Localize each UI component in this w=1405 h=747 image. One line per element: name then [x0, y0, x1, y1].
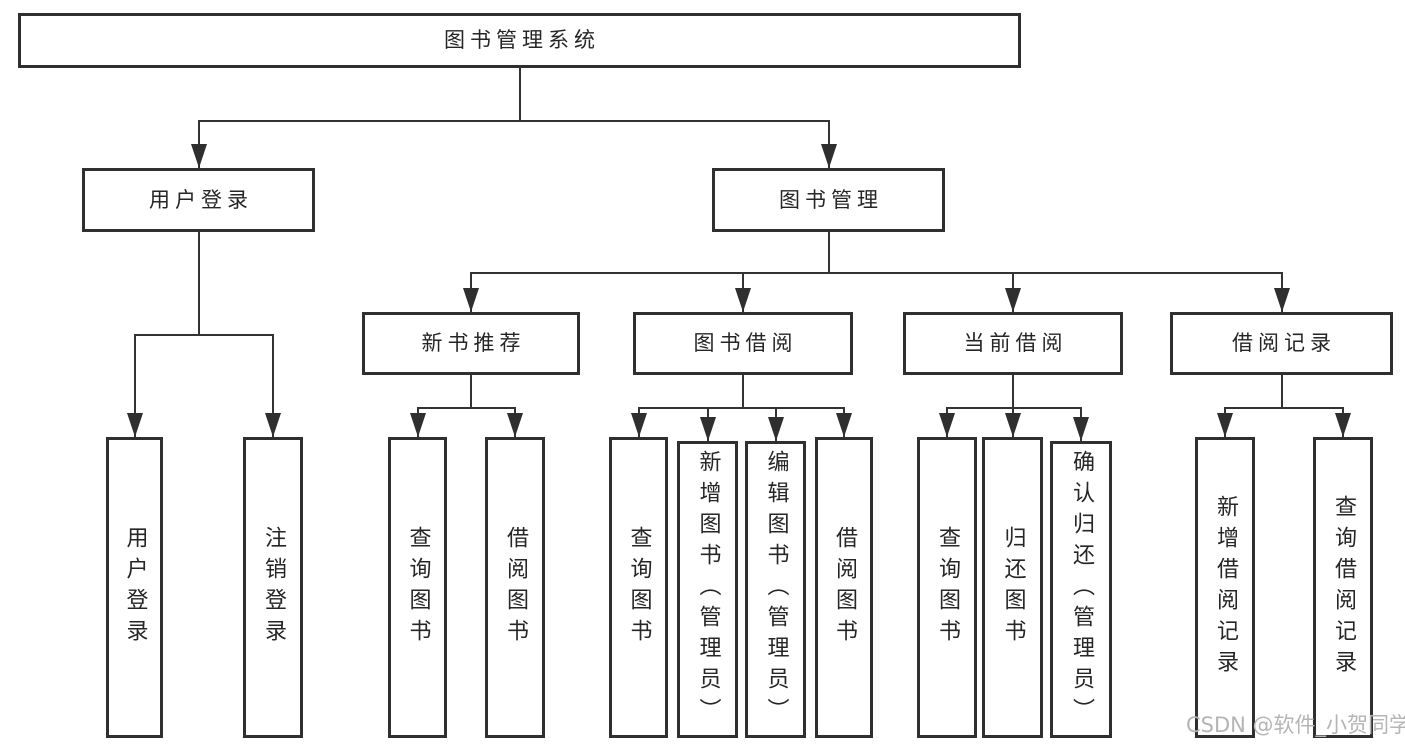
connector-line [272, 334, 274, 437]
node-col-query-book-1: 查询图书 [388, 437, 447, 738]
node-col-add-record: 新增借阅记录 [1195, 437, 1255, 738]
arrowhead-icon [191, 144, 207, 168]
node-col-edit-book: 编辑图书（管理员） [745, 441, 806, 738]
arrowhead-icon [768, 417, 784, 441]
node-label-col-query-book-2: 查询图书 [626, 525, 652, 650]
node-label-root: 图书管理系统 [444, 28, 600, 52]
arrowhead-icon [1217, 413, 1233, 437]
node-col-borrow-book-2: 借阅图书 [815, 437, 873, 738]
node-label-col-confirm-return: 确认归还（管理员） [1069, 450, 1094, 729]
arrowhead-icon [836, 413, 852, 437]
connector-line [470, 272, 1283, 274]
connector-line [198, 120, 830, 122]
node-col-return-book: 归还图书 [982, 437, 1043, 738]
connector-line [198, 232, 200, 334]
node-current-borrow: 当前借阅 [903, 312, 1123, 375]
arrowhead-icon [1005, 413, 1021, 437]
node-label-col-borrow-book-2: 借阅图书 [832, 525, 857, 650]
node-col-user-login: 用户登录 [106, 437, 163, 738]
connector-line [134, 334, 274, 336]
connector-line [417, 407, 516, 409]
node-label-col-edit-book: 编辑图书（管理员） [763, 450, 789, 729]
node-label-col-query-record: 查询借阅记录 [1331, 494, 1356, 681]
arrowhead-icon [700, 417, 716, 441]
node-label-col-add-book: 新增图书（管理员） [695, 450, 721, 729]
arrowhead-icon [507, 413, 523, 437]
arrowhead-icon [1335, 413, 1351, 437]
connector-line [1281, 375, 1283, 407]
node-book-borrow: 图书借阅 [633, 312, 853, 375]
connector-line [470, 375, 472, 407]
connector-line [1224, 407, 1344, 409]
node-new-book-rec: 新书推荐 [362, 312, 580, 375]
csdn-watermark: CSDN @软件_小贺同学 [1186, 713, 1405, 737]
node-label-col-add-record: 新增借阅记录 [1213, 494, 1238, 681]
node-label-col-query-book-3: 查询图书 [935, 525, 960, 650]
connector-line [638, 407, 845, 409]
arrowhead-icon [265, 413, 281, 437]
node-label-col-borrow-book-1: 借阅图书 [503, 525, 528, 650]
node-label-book-mgmt: 图书管理 [779, 187, 883, 212]
connector-line [1012, 375, 1014, 407]
node-col-borrow-book-1: 借阅图书 [485, 437, 545, 738]
node-col-confirm-return: 确认归还（管理员） [1050, 441, 1112, 738]
arrowhead-icon [939, 413, 955, 437]
arrowhead-icon [1274, 288, 1290, 312]
connector-line [519, 68, 521, 120]
arrowhead-icon [463, 288, 479, 312]
node-borrow-record: 借阅记录 [1170, 312, 1393, 375]
node-col-query-record: 查询借阅记录 [1313, 437, 1373, 738]
node-label-user-login: 用户登录 [149, 187, 253, 212]
node-col-query-book-2: 查询图书 [609, 437, 668, 738]
node-label-col-logout: 注销登录 [261, 525, 286, 650]
node-label-book-borrow: 图书借阅 [693, 331, 798, 355]
node-col-add-book: 新增图书（管理员） [677, 441, 738, 738]
node-col-logout: 注销登录 [243, 437, 303, 738]
arrowhead-icon [127, 413, 143, 437]
connector-line [742, 375, 744, 407]
arrowhead-icon [410, 413, 426, 437]
node-label-new-book-rec: 新书推荐 [421, 331, 526, 355]
node-user-login: 用户登录 [82, 168, 315, 232]
node-book-mgmt: 图书管理 [712, 168, 945, 232]
node-label-current-borrow: 当前借阅 [963, 331, 1068, 355]
node-label-col-return-book: 归还图书 [1000, 525, 1026, 650]
node-label-col-query-book-1: 查询图书 [405, 525, 431, 650]
node-label-col-user-login: 用户登录 [122, 525, 148, 650]
node-root: 图书管理系统 [18, 13, 1021, 68]
connector-line [134, 334, 136, 437]
node-col-query-book-3: 查询图书 [917, 437, 977, 738]
connector-line [946, 407, 1082, 409]
arrowhead-icon [735, 288, 751, 312]
arrowhead-icon [1005, 288, 1021, 312]
arrowhead-icon [631, 413, 647, 437]
connector-line [828, 232, 830, 272]
arrowhead-icon [821, 144, 837, 168]
node-label-borrow-record: 借阅记录 [1232, 331, 1336, 355]
arrowhead-icon [1073, 417, 1089, 441]
